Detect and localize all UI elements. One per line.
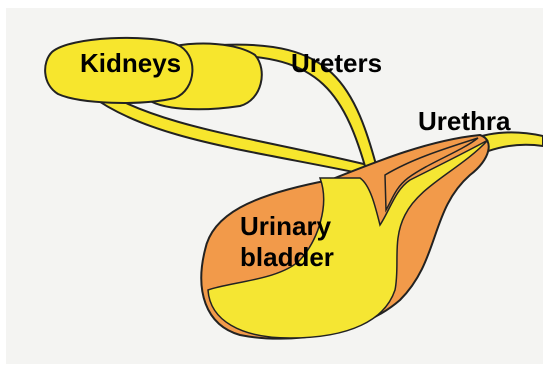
label-urinary-bladder: Urinary bladder: [240, 211, 370, 273]
label-ureters: Ureters: [291, 50, 382, 76]
label-bladder-line1: Urinary: [240, 211, 370, 242]
label-urethra: Urethra: [418, 108, 510, 134]
label-bladder-line2: bladder: [240, 242, 370, 273]
label-kidneys: Kidneys: [80, 50, 181, 76]
